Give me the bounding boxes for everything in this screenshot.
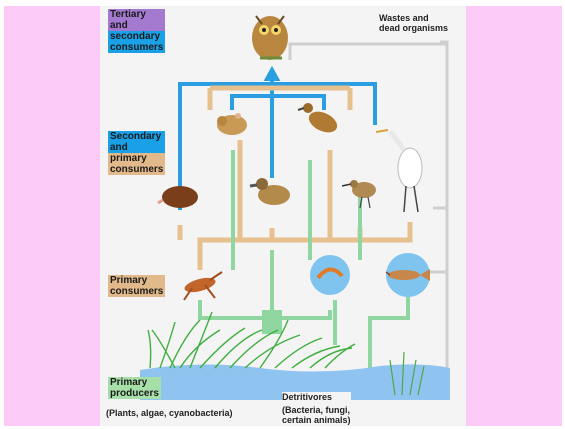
mole bbox=[158, 186, 198, 208]
label-line: Secondary bbox=[108, 131, 165, 142]
caption-line: certain animals) bbox=[282, 415, 351, 425]
caption-line: dead organisms bbox=[379, 23, 448, 33]
caption-line: Wastes and bbox=[379, 13, 448, 23]
label-line: and bbox=[108, 142, 165, 153]
grasshopper bbox=[183, 272, 222, 300]
label-line: secondary bbox=[108, 31, 165, 42]
label-tertiary-consumers: Tertiary and secondary consumers bbox=[108, 9, 165, 53]
label-secondary-consumers: Secondary and primary consumers bbox=[108, 131, 165, 175]
label-line: primary bbox=[108, 153, 165, 164]
bird bbox=[298, 103, 340, 136]
grass bbox=[148, 312, 355, 368]
producer-energy-stem bbox=[262, 310, 282, 334]
label-line: consumers bbox=[108, 286, 165, 297]
egret bbox=[376, 130, 422, 212]
label-line: consumers bbox=[108, 164, 165, 175]
label-line: and bbox=[108, 20, 165, 31]
label-line: Primary bbox=[108, 275, 165, 286]
duck bbox=[250, 178, 290, 205]
caption-plants: (Plants, algae, cyanobacteria) bbox=[106, 408, 233, 418]
label-line: producers bbox=[108, 388, 161, 399]
owl bbox=[252, 16, 288, 60]
label-line: Primary bbox=[108, 377, 161, 388]
shrimp bbox=[310, 255, 350, 295]
label-line: Tertiary bbox=[108, 9, 165, 20]
fish bbox=[386, 253, 430, 297]
caption-wastes: Wastes and dead organisms bbox=[379, 13, 448, 33]
caption-line: (Bacteria, fungi, bbox=[282, 405, 351, 415]
caption-line: (Plants, algae, cyanobacteria) bbox=[106, 408, 233, 418]
label-primary-consumers: Primary consumers bbox=[108, 275, 165, 297]
label-primary-producers: Primary producers bbox=[108, 377, 161, 399]
label-line: consumers bbox=[108, 42, 165, 53]
mouse bbox=[217, 113, 247, 135]
caption-detritivores: Detritivores (Bacteria, fungi, certain a… bbox=[282, 392, 351, 425]
caption-line: Detritivores bbox=[282, 392, 351, 402]
